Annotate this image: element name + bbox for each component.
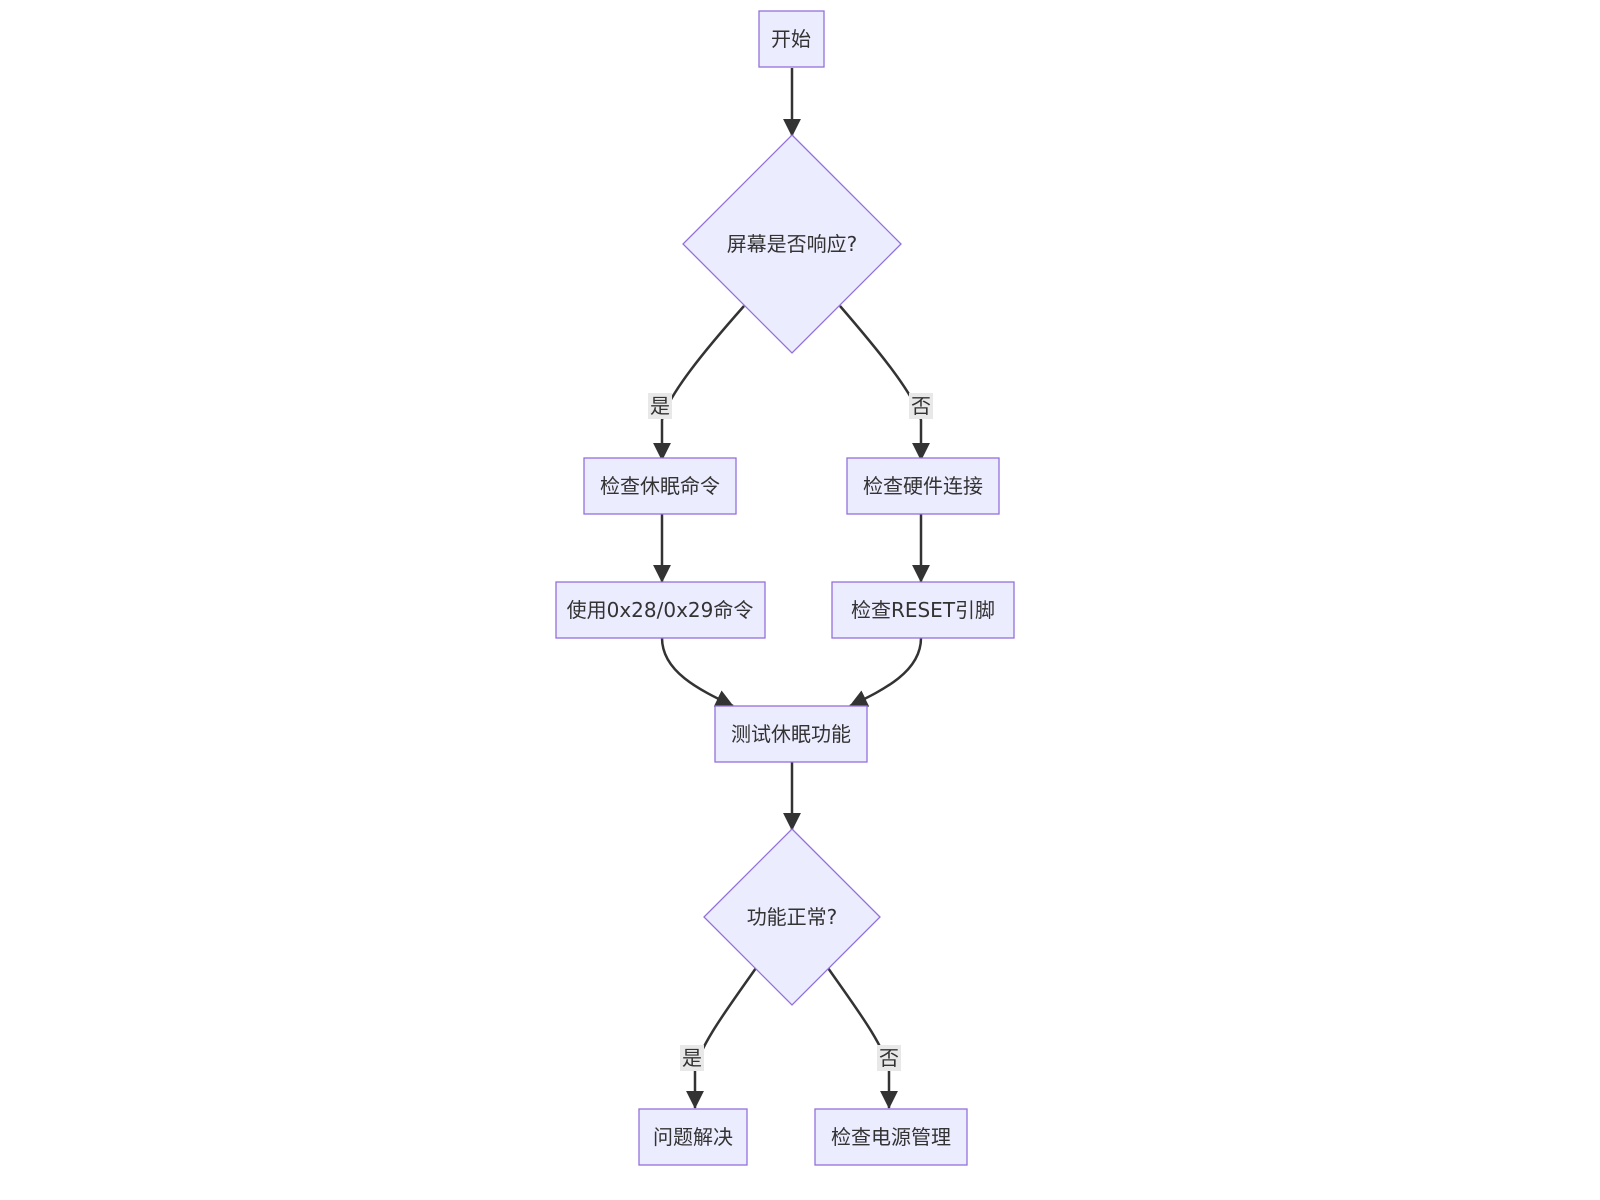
edge-screen-no — [839, 305, 930, 461]
node-problem-solved: 问题解决 — [638, 1108, 748, 1166]
edge-reset-to-test — [849, 637, 923, 708]
svg-text:功能正常?: 功能正常? — [747, 905, 838, 929]
node-check-reset-pin: 检查RESET引脚 — [831, 581, 1015, 639]
svg-text:检查RESET引脚: 检查RESET引脚 — [851, 598, 995, 622]
svg-text:测试休眠功能: 测试休眠功能 — [731, 722, 851, 746]
node-test-sleep-function: 测试休眠功能 — [714, 705, 868, 763]
node-use-command: 使用0x28/0x29命令 — [555, 581, 766, 639]
svg-text:是: 是 — [682, 1046, 702, 1070]
edge-function-yes — [686, 967, 758, 1109]
edge-function-no — [826, 967, 898, 1109]
svg-text:检查硬件连接: 检查硬件连接 — [863, 474, 983, 498]
node-start: 开始 — [758, 10, 825, 68]
node-check-hardware-connection: 检查硬件连接 — [846, 457, 1000, 515]
svg-text:否: 否 — [879, 1046, 899, 1070]
svg-text:检查休眠命令: 检查休眠命令 — [600, 474, 720, 498]
svg-text:问题解决: 问题解决 — [653, 1125, 733, 1149]
node-check-sleep-command: 检查休眠命令 — [583, 457, 737, 515]
node-check-power-management: 检查电源管理 — [814, 1108, 968, 1166]
svg-text:否: 否 — [911, 394, 931, 418]
edge-label-screen-no: 否 — [909, 393, 933, 419]
svg-text:使用0x28/0x29命令: 使用0x28/0x29命令 — [567, 598, 754, 622]
edge-label-function-no: 否 — [877, 1045, 901, 1071]
decision-function-ok: 功能正常? — [703, 828, 881, 1006]
edge-label-screen-yes: 是 — [648, 393, 672, 419]
svg-text:是: 是 — [650, 394, 670, 418]
svg-text:屏幕是否响应?: 屏幕是否响应? — [727, 232, 858, 256]
decision-screen-responds: 屏幕是否响应? — [682, 134, 902, 354]
edge-label-function-yes: 是 — [680, 1045, 704, 1071]
svg-text:检查电源管理: 检查电源管理 — [831, 1125, 951, 1149]
svg-text:开始: 开始 — [771, 27, 811, 51]
edge-cmd-to-test — [660, 637, 734, 708]
edge-screen-yes — [653, 305, 745, 461]
